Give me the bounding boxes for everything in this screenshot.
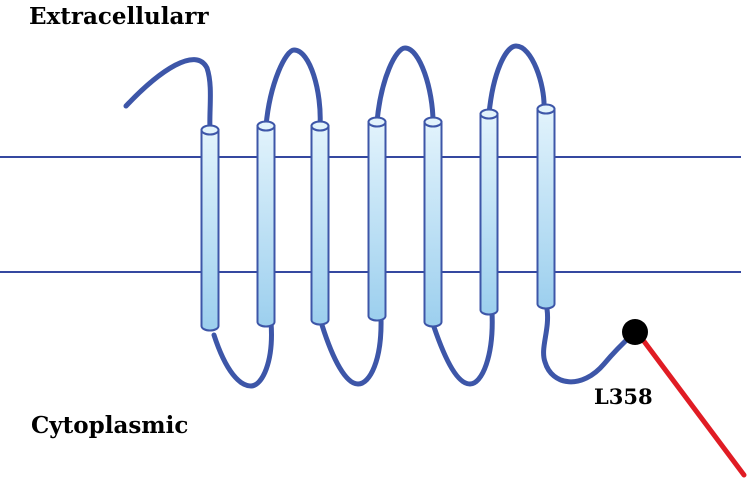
residue-marker-l358	[622, 319, 648, 345]
extracellular-loop-3	[374, 45, 436, 125]
n-terminus-loop	[123, 57, 213, 133]
intracellular-loop-3	[431, 309, 495, 387]
transmembrane-helix-1	[200, 124, 220, 332]
transmembrane-helix-7	[536, 103, 556, 310]
intracellular-loop-2	[319, 315, 384, 387]
transmembrane-helix-2	[256, 120, 276, 328]
transmembrane-helix-5	[423, 116, 443, 328]
extracellular-loop-2	[263, 47, 323, 129]
cytoplasmic-label: Cytoplasmic	[31, 412, 188, 439]
c-terminus-loop	[541, 306, 636, 385]
transmembrane-helix-4	[367, 116, 387, 322]
residue-label: L358	[594, 384, 653, 409]
transmembrane-helix-6	[479, 108, 499, 316]
extracellular-loop-4	[486, 43, 547, 117]
truncation-line	[637, 333, 747, 478]
intracellular-loop-1	[211, 319, 274, 389]
transmembrane-helix-3	[310, 120, 330, 326]
extracellular-label: Extracellularr	[29, 3, 209, 30]
